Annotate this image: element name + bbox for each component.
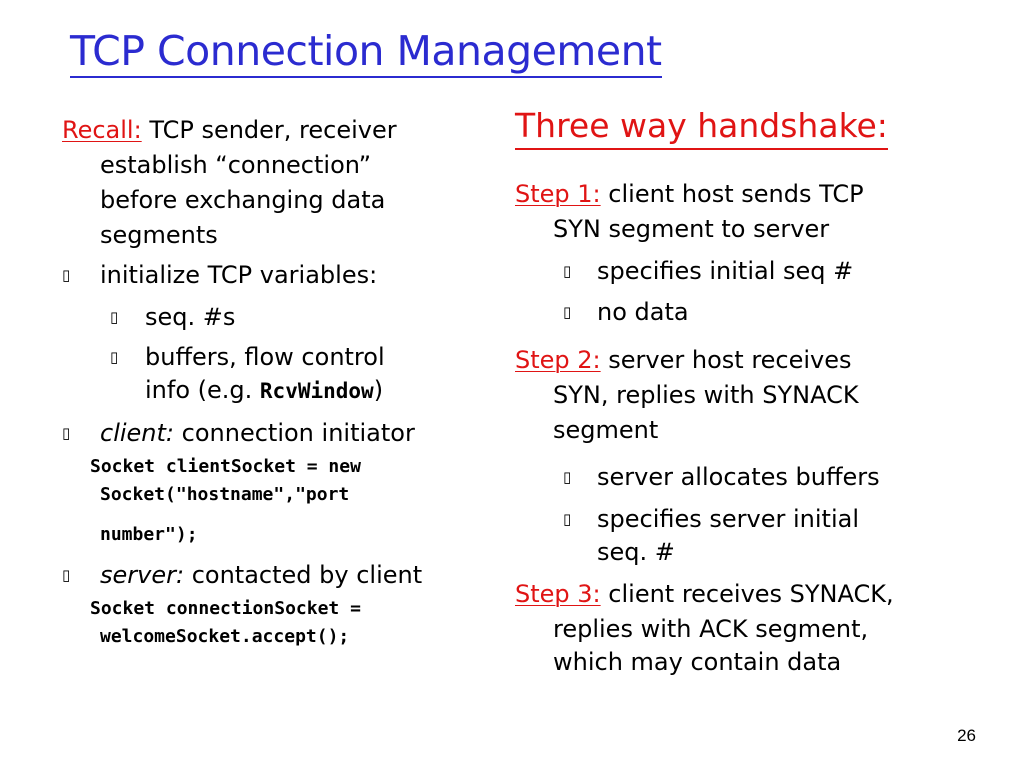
rcvwindow-code: RcvWindow: [259, 379, 374, 403]
bullet-init-text: initialize TCP variables:: [100, 261, 378, 289]
server-label: server:: [100, 561, 185, 589]
step2-text-line3: segment: [553, 416, 659, 444]
page-number: 26: [957, 726, 976, 745]
handshake-heading: Three way handshake:: [515, 104, 888, 150]
server-code-line1: Socket connectionSocket =: [90, 598, 361, 619]
client-label: client:: [100, 419, 175, 447]
client-code-line3: number");: [100, 524, 198, 545]
sub-bullet-buffers-line1: buffers, flow control: [145, 343, 385, 371]
step3-line1: Step 3: client receives SYNACK,: [515, 577, 894, 611]
step1-sub-bullet1: specifies initial seq #: [597, 257, 854, 285]
sub-bullet-buffers-line2: info (e.g. RcvWindow): [145, 373, 383, 408]
step3-text-line3: which may contain data: [553, 648, 842, 676]
bullet-icon: ▯: [563, 510, 572, 528]
step2-label: Step 2:: [515, 346, 601, 374]
server-code-line2: welcomeSocket.accept();: [100, 626, 350, 647]
server-bullet: server: contacted by client: [100, 558, 422, 592]
recall-text-line2: establish “connection”: [100, 151, 372, 179]
step1-label: Step 1:: [515, 180, 601, 208]
step3-label: Step 3:: [515, 580, 601, 608]
recall-text-line1: TCP sender, receiver: [149, 116, 397, 144]
buffers-line2-prefix: info (e.g.: [145, 376, 253, 404]
step2-sub-bullet1: server allocates buffers: [597, 463, 880, 491]
step3-text-line1: client receives SYNACK,: [608, 580, 894, 608]
bullet-icon: ▯: [62, 566, 71, 584]
server-text: contacted by client: [191, 561, 423, 589]
client-code-line2: Socket("hostname","port: [100, 484, 350, 505]
step2-line1: Step 2: server host receives: [515, 343, 852, 377]
bullet-icon: ▯: [110, 308, 119, 326]
recall-label: Recall:: [62, 116, 142, 144]
client-code-line1: Socket clientSocket = new: [90, 456, 361, 477]
bullet-icon: ▯: [62, 266, 71, 284]
step1-text-line2: SYN segment to server: [553, 215, 830, 243]
step1-line1: Step 1: client host sends TCP: [515, 177, 864, 211]
bullet-icon: ▯: [563, 468, 572, 486]
recall-paragraph: Recall: TCP sender, receiver: [62, 113, 397, 147]
bullet-icon: ▯: [563, 262, 572, 280]
bullet-icon: ▯: [563, 303, 572, 321]
step2-sub-bullet2-line2: seq. #: [597, 538, 675, 566]
recall-text-line3: before exchanging data: [100, 186, 386, 214]
sub-bullet-seq: seq. #s: [145, 303, 236, 331]
buffers-line2-suffix: ): [373, 376, 384, 404]
client-bullet: client: connection initiator: [100, 416, 415, 450]
step1-sub-bullet2: no data: [597, 298, 689, 326]
step1-text-line1: client host sends TCP: [608, 180, 864, 208]
step2-text-line1: server host receives: [608, 346, 852, 374]
step2-text-line2: SYN, replies with SYNACK: [553, 381, 859, 409]
slide-title: TCP Connection Management: [70, 26, 662, 78]
recall-text-line4: segments: [100, 221, 218, 249]
bullet-icon: ▯: [62, 424, 71, 442]
client-text: connection initiator: [181, 419, 415, 447]
bullet-icon: ▯: [110, 348, 119, 366]
step3-text-line2: replies with ACK segment,: [553, 615, 869, 643]
step2-sub-bullet2-line1: specifies server initial: [597, 505, 859, 533]
